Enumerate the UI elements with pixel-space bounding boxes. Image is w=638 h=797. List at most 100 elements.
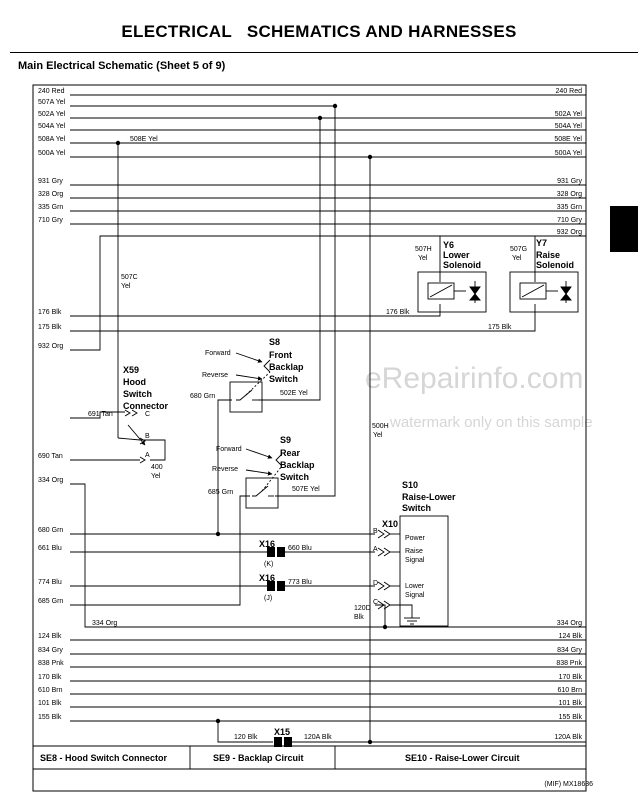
y7-name-2: Solenoid [536, 260, 574, 270]
wire-label-bottom-right: 610 Brn [557, 687, 582, 694]
x10-pin-a: A [373, 546, 378, 553]
wire-label-bottom-left: 170 Blk [38, 674, 62, 681]
s9-reverse-label: Reverse [212, 466, 238, 473]
wire-label-507e: 507E Yel [292, 486, 320, 493]
wire-label-bottom-right: 834 Gry [557, 647, 582, 654]
y7-solenoid [509, 271, 579, 313]
wire-176 [70, 304, 441, 317]
wire-175 [70, 304, 536, 332]
wire-label-left: 335 Grn [38, 204, 63, 211]
s10-id: S10 [402, 480, 418, 490]
wire-label-334-left: 334 Org [38, 477, 63, 484]
section-tab-marker [610, 206, 638, 252]
page-title: ELECTRICAL SCHEMATICS AND HARNESSES [121, 22, 517, 41]
wire-label-175-mid: 175 Blk [488, 324, 512, 331]
schematic-subtitle: Main Electrical Schematic (Sheet 5 of 9) [18, 60, 226, 72]
wire-label-bottom-left: 834 Gry [38, 647, 63, 654]
wire-label-bottom-right: 124 Blk [559, 633, 583, 640]
wire-label-507c-color: Yel [121, 283, 131, 290]
wire-685 [70, 495, 250, 606]
y6-name-2: Solenoid [443, 260, 481, 270]
x59-name-2: Switch [123, 389, 152, 399]
wire-label-176-mid: 176 Blk [386, 309, 410, 316]
wire-502e [258, 118, 321, 401]
x59-id: X59 [123, 365, 139, 375]
x59-name: Hood [123, 377, 146, 387]
wire-label-507h: 507H [415, 246, 432, 253]
s8-switch [229, 352, 271, 413]
s9-name-2: Backlap [280, 460, 315, 470]
wire-120-blk [217, 721, 273, 743]
wire-label-right: 500A Yel [555, 150, 583, 157]
s8-forward-label: Forward [205, 350, 231, 357]
wire-label-bottom-right: 838 Pnk [556, 660, 582, 667]
section-label-se8: SE8 - Hood Switch Connector [40, 753, 168, 763]
s10-name-2: Switch [402, 503, 431, 513]
wire-label-507c: 507C [121, 274, 138, 281]
wire-label-left: 508A Yel [38, 136, 66, 143]
wire-label-334-right: 334 Org [557, 620, 582, 627]
junction-dot [215, 718, 221, 724]
wire-label-bottom-left: 155 Blk [38, 714, 62, 721]
junction-dot [332, 103, 338, 109]
wire-120d [375, 604, 386, 627]
wire-label-661: 661 Blu [38, 545, 62, 552]
y6-id: Y6 [443, 240, 454, 250]
wire-label-bottom-right: 155 Blk [559, 714, 583, 721]
s10-switch [377, 515, 449, 627]
wire-932 [70, 235, 586, 351]
s8-id: S8 [269, 337, 280, 347]
x59-pin-b: B [145, 433, 150, 440]
wire-label-500h: 500H [372, 423, 389, 430]
y7-name: Raise [536, 250, 560, 260]
wire-label-bottom-left: 101 Blk [38, 700, 62, 707]
x15-id: X15 [274, 727, 290, 737]
x59-connector [117, 409, 146, 464]
wire-680 [70, 399, 232, 535]
wire-label-508e: 508E Yel [130, 136, 158, 143]
figure-reference: (MIF) MX18636 [544, 781, 593, 788]
x16-k-connector [267, 547, 285, 557]
x15-connector [274, 737, 292, 747]
x10-pin-d: D [373, 580, 378, 587]
wire-label-680-mid: 680 Grn [190, 393, 215, 400]
s10-raise-signal-label: Signal [405, 557, 425, 564]
wire-label-334-bottom: 334 Org [92, 620, 117, 627]
wire-label-774: 774 Blu [38, 579, 62, 586]
wire-label-left: 502A Yel [38, 111, 66, 118]
s9-name-3: Switch [280, 472, 309, 482]
wire-label-500h-color: Yel [373, 432, 383, 439]
s9-id: S9 [280, 435, 291, 445]
wire-label-bottom-left: 124 Blk [38, 633, 62, 640]
wire-label-120-blk: 120 Blk [234, 734, 258, 741]
wire-label-932-left: 932 Org [38, 343, 63, 350]
wire-label-691: 691 Tan [88, 411, 113, 418]
y6-name: Lower [443, 250, 470, 260]
y7-id: Y7 [536, 238, 547, 248]
y6-solenoid [417, 271, 487, 313]
wire-label-507g: 507G [510, 246, 527, 253]
wire-label-680-left: 680 Grn [38, 527, 63, 534]
wire-label-502e: 502E Yel [280, 390, 308, 397]
wire-label-right: 931 Gry [557, 178, 582, 185]
wire-label-120d: 120D [354, 605, 371, 612]
wire-label-690: 690 Tan [38, 453, 63, 460]
wire-label-400: 400 [151, 464, 163, 471]
junction-dot [382, 624, 388, 630]
wire-label-175-left: 175 Blk [38, 324, 62, 331]
x16-j-pin: (J) [264, 595, 272, 602]
wire-label-left: 931 Gry [38, 178, 63, 185]
s8-name: Front [269, 350, 292, 360]
wire-label-right: 328 Org [557, 191, 582, 198]
wire-label-right: 710 Gry [557, 217, 582, 224]
wire-label-773: 773 Blu [288, 579, 312, 586]
s10-lower-signal-label: Signal [405, 592, 425, 599]
x16-j-connector [267, 581, 285, 591]
junction-dot [115, 140, 121, 146]
section-label-se9: SE9 - Backlap Circuit [213, 753, 304, 763]
wire-label-left: 710 Gry [38, 217, 63, 224]
s8-reverse-label: Reverse [202, 372, 228, 379]
wire-label-120a-blk: 120A Blk [304, 734, 332, 741]
wire-label-bottom-left: 838 Pnk [38, 660, 64, 667]
